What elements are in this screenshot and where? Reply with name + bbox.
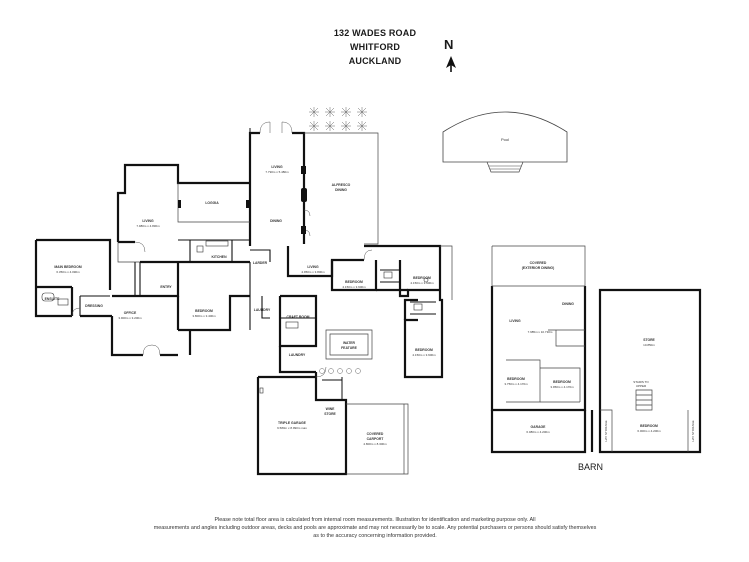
room-alfresco-sub: DINING <box>335 188 347 192</box>
room-barn-bedroom1-name: BEDROOM <box>507 377 525 381</box>
room-laundry-small-name: LAUNDRY <box>254 308 271 312</box>
room-hay-storage-left: HAY STORAGE <box>604 420 608 441</box>
room-ensuite-name: ENSUITE <box>45 297 60 301</box>
room-living-main-name: LIVING <box>142 219 154 223</box>
barn-thin-walls <box>491 245 689 452</box>
room-water-feature-name: WATER <box>343 341 356 345</box>
disclaimer-line-3: as to the accuracy concerning informatio… <box>313 533 437 539</box>
room-barn-living-name: LIVING <box>509 319 521 323</box>
room-barn-bedroom3-dims: 6.000m x 4.200m <box>637 429 661 433</box>
disclaimer: Please note total floor area is calculat… <box>110 516 640 540</box>
room-living-main-dims: 7.980m x 4.830m <box>136 224 160 228</box>
room-bedroom-r3-name: BEDROOM <box>415 348 433 352</box>
north-label: N <box>444 37 454 52</box>
room-barn-garage-name: GARAGE <box>531 425 547 429</box>
interior-partitions <box>79 239 436 381</box>
room-barn-covered-sub: (EXTERIOR DINING) <box>522 266 554 270</box>
room-bedroom-r1-name: BEDROOM <box>345 280 363 284</box>
room-stair-note-sub: UPPER <box>636 384 647 388</box>
room-kitchen-name: KITCHEN <box>211 255 227 259</box>
room-water-feature-sub: FEATURE <box>341 346 357 350</box>
disclaimer-line-2: measurements and angles including outdoo… <box>153 525 597 531</box>
room-bedroom-center-dims: 3.800m x 3.400m <box>192 314 216 318</box>
room-triple-garage-name: TRIPLE GARAGE <box>278 421 307 425</box>
room-dressing-name: DRESSING <box>85 304 103 308</box>
room-loggia-name: LOGGIA <box>205 201 219 205</box>
room-craft-room-name: CRAFT ROOM <box>287 315 310 319</box>
room-barn-store-dims: 10.850m <box>643 343 655 347</box>
room-labels: LIVING 7.790m x 5.480m ALFRESCO DINING L… <box>45 165 695 446</box>
room-alfresco-name: ALFRESCO <box>332 183 351 187</box>
posts <box>178 166 307 234</box>
room-larder-name: LARDER <box>253 261 268 265</box>
room-bedroom-center-name: BEDROOM <box>195 309 213 313</box>
address-line-3: AUCKLAND <box>348 56 402 66</box>
main-house-walls <box>34 128 444 476</box>
pool-label: Pool <box>501 137 509 142</box>
room-barn-living-dims: 7.985m x 10.730m <box>528 330 553 334</box>
room-barn-bedroom1-dims: 3.750m x 4.170m <box>504 382 528 386</box>
room-covered-carport-name: COVERED <box>367 432 384 436</box>
room-hay-storage-right: HAY STORAGE <box>691 420 695 441</box>
room-stair-note-name: STAIRS TO <box>633 380 649 384</box>
room-main-bedroom-name: MAIN BEDROOM <box>54 265 81 269</box>
room-living-right-name: LIVING <box>307 265 319 269</box>
room-barn-garage-dims: 6.080m x 4.200m <box>526 430 550 434</box>
barn-title: BARN <box>578 462 604 472</box>
room-laundry-name: LAUNDRY <box>289 353 306 357</box>
deck-outlines <box>117 132 453 475</box>
room-entry-name: ENTRY <box>160 285 172 289</box>
address-line-2: WHITFORD <box>349 42 401 52</box>
room-living-right-dims: 4.950m x 3.800m <box>301 270 325 274</box>
room-barn-bedroom2-dims: 3.950m x 4.170m <box>550 385 574 389</box>
room-wine-store-name: WINE <box>326 407 336 411</box>
address-line-1: 132 WADES ROAD <box>333 28 417 38</box>
room-covered-carport-dims: 4.800m x 8.300m <box>363 442 387 446</box>
room-barn-dining-name: DINING <box>562 302 574 306</box>
room-office-dims: 3.900m x 3.200m <box>118 316 142 320</box>
room-bedroom-r1-dims: 4.150m x 3.600m <box>342 285 366 289</box>
doors <box>71 121 373 378</box>
north-arrow-icon <box>446 56 456 72</box>
room-bedroom-r2-dims: 4.150m x 3.600m <box>410 281 434 285</box>
plants <box>309 107 367 374</box>
room-wine-store-sub: STORE <box>324 412 336 416</box>
room-office-name: OFFICE <box>124 311 137 315</box>
room-bedroom-r2-name: BEDROOM <box>413 276 431 280</box>
barn-walls <box>490 286 702 454</box>
room-barn-bedroom3-name: BEDROOM <box>640 424 658 428</box>
room-living-top-name: LIVING <box>271 165 283 169</box>
room-living-top-dims: 7.790m x 5.480m <box>265 170 289 174</box>
room-triple-garage-dims: 9.580m x 8.990m max <box>277 426 307 430</box>
disclaimer-line-1: Please note total floor area is calculat… <box>214 517 536 523</box>
fixtures <box>41 240 429 394</box>
room-bedroom-r3-dims: 4.150m x 3.600m <box>412 353 436 357</box>
pool-shape <box>442 111 568 173</box>
room-barn-covered-name: COVERED <box>530 261 547 265</box>
room-covered-carport-sub: CARPORT <box>367 437 385 441</box>
room-dining-name: DINING <box>270 219 282 223</box>
room-barn-bedroom2-name: BEDROOM <box>553 380 571 384</box>
room-main-bedroom-dims: 6.350m x 4.090m <box>56 270 80 274</box>
room-barn-store-name: STORE <box>643 338 655 342</box>
